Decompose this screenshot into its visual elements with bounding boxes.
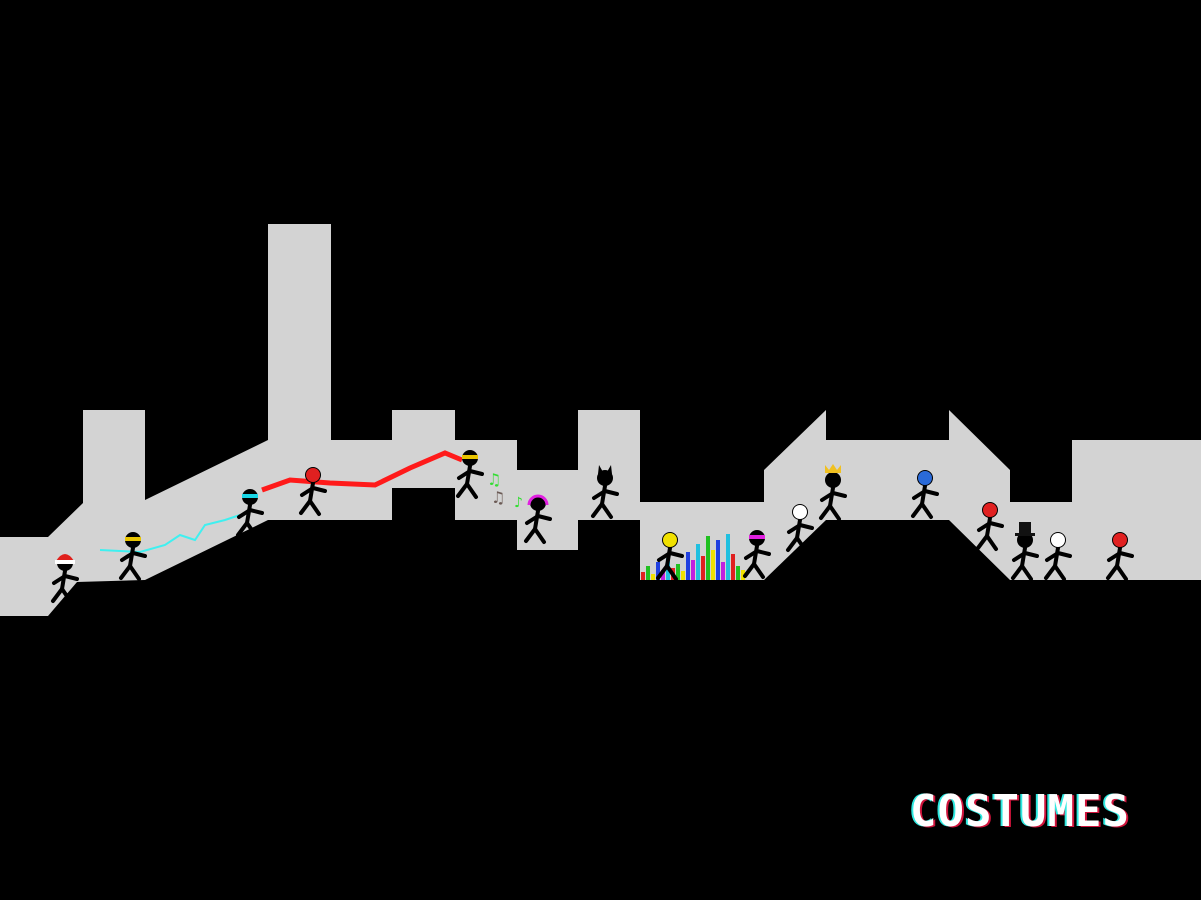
- heart-glasses-icon: [749, 535, 765, 539]
- equalizer-bar: [711, 550, 715, 580]
- cyan-lightning-trail: [99, 514, 241, 554]
- equalizer-bar: [701, 556, 705, 580]
- cyber-visor-icon: [242, 494, 258, 498]
- equalizer-bar: [721, 562, 725, 580]
- stick-figure-ninja-mask: [456, 450, 484, 499]
- stick-figure-chicken: [1044, 532, 1072, 581]
- stick-figure-pacman: [656, 532, 684, 581]
- stick-figure-crown: [819, 464, 847, 521]
- monster-mouth-icon: [983, 503, 997, 517]
- ninja-mask-icon: [462, 455, 478, 459]
- blue-speed-icon: [918, 471, 932, 485]
- equalizer-bar: [696, 544, 700, 580]
- stick-figure-monster-mouth: [976, 502, 1004, 551]
- stick-figure-boxer: [1106, 532, 1134, 581]
- crown-icon: [825, 464, 841, 473]
- equalizer-bar: [651, 574, 655, 580]
- helmet-icon: [306, 468, 320, 482]
- santa-hat-icon: [55, 554, 75, 564]
- headphones-icon: [527, 494, 549, 506]
- pacman-icon: [663, 533, 677, 547]
- stick-figure-helmet: [299, 467, 327, 516]
- chicken-icon: [1051, 533, 1065, 547]
- red-trail: [261, 450, 463, 493]
- stick-figure-blue-speed: [911, 470, 939, 519]
- equalizer-bar: [681, 571, 685, 580]
- equalizer-bar: [641, 572, 645, 580]
- equalizer-bar: [706, 536, 710, 580]
- equalizer-bar: [741, 570, 745, 580]
- stick-figure-heart-glasses: [743, 530, 771, 579]
- equalizer-bar: [661, 570, 665, 580]
- music-note-icon: ♫: [491, 488, 505, 507]
- stick-figure-santa-hat: [51, 554, 79, 604]
- boxer-icon: [1113, 533, 1127, 547]
- stick-figure-headphones: [524, 494, 552, 544]
- terrain: [0, 224, 1201, 616]
- costumes-title: COSTUMES: [910, 786, 1130, 837]
- stick-figure-ghost-mask: [786, 504, 814, 553]
- equalizer-bar: [676, 564, 680, 580]
- equalizer-bar: [691, 560, 695, 580]
- ghost-mask-icon: [793, 505, 807, 519]
- stick-figure-top-hat: [1011, 522, 1039, 581]
- music-note-icon: ♫: [487, 470, 501, 489]
- headband-icon: [125, 537, 141, 541]
- music-note-icon: ♪: [514, 495, 523, 511]
- equalizer-bar: [736, 566, 740, 580]
- top-hat-icon: [1015, 522, 1035, 536]
- equalizer-bar: [686, 552, 690, 580]
- equalizer-bar: [716, 540, 720, 580]
- equalizer-bar: [731, 554, 735, 580]
- equalizer-bar: [646, 566, 650, 580]
- equalizer-bar: [656, 562, 660, 580]
- stick-figure-cyber-visor: [236, 489, 264, 538]
- stick-figure-bat-mask: [591, 465, 619, 519]
- equalizer-bar: [726, 534, 730, 580]
- bat-mask-icon: [598, 465, 612, 474]
- music-notes: ♫ ♫ ♪: [487, 470, 523, 511]
- stick-figure-headband: [119, 532, 147, 581]
